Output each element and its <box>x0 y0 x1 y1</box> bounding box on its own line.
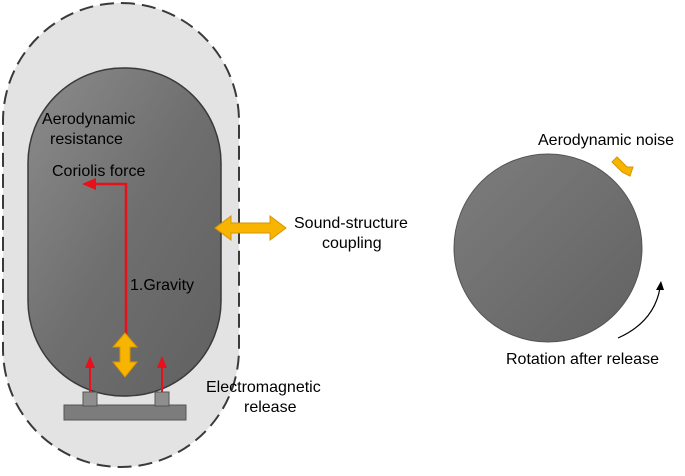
gravity-label: 1.Gravity <box>130 277 195 294</box>
em-release-arrow-right <box>157 356 167 392</box>
sound-structure-arrow <box>214 215 287 241</box>
sound-structure-label-line2: coupling <box>322 235 382 252</box>
release-pad-left <box>82 391 98 407</box>
vertical-coupling-arrow <box>111 332 139 378</box>
rotation-arrow <box>617 281 664 339</box>
sound-structure-label-line1: Sound-structure <box>294 215 408 232</box>
rotating-sphere <box>453 153 643 343</box>
electromagnetic-label-line2: release <box>244 399 297 416</box>
release-platform <box>63 404 187 421</box>
rotation-label: Rotation after release <box>506 351 659 368</box>
electromagnetic-label-line1: Electromagnetic <box>206 379 321 396</box>
aero-noise-arrow <box>611 156 634 177</box>
em-release-arrow-left <box>85 356 95 392</box>
coriolis-force-label: Coriolis force <box>52 163 146 180</box>
release-pad-right <box>154 391 170 407</box>
gravity-coriolis-arrow <box>82 178 128 335</box>
aero-resistance-label-line2: resistance <box>50 131 123 148</box>
aero-resistance-label-line1: Aerodynamic <box>42 111 136 128</box>
aero-noise-label: Aerodynamic noise <box>538 132 675 149</box>
